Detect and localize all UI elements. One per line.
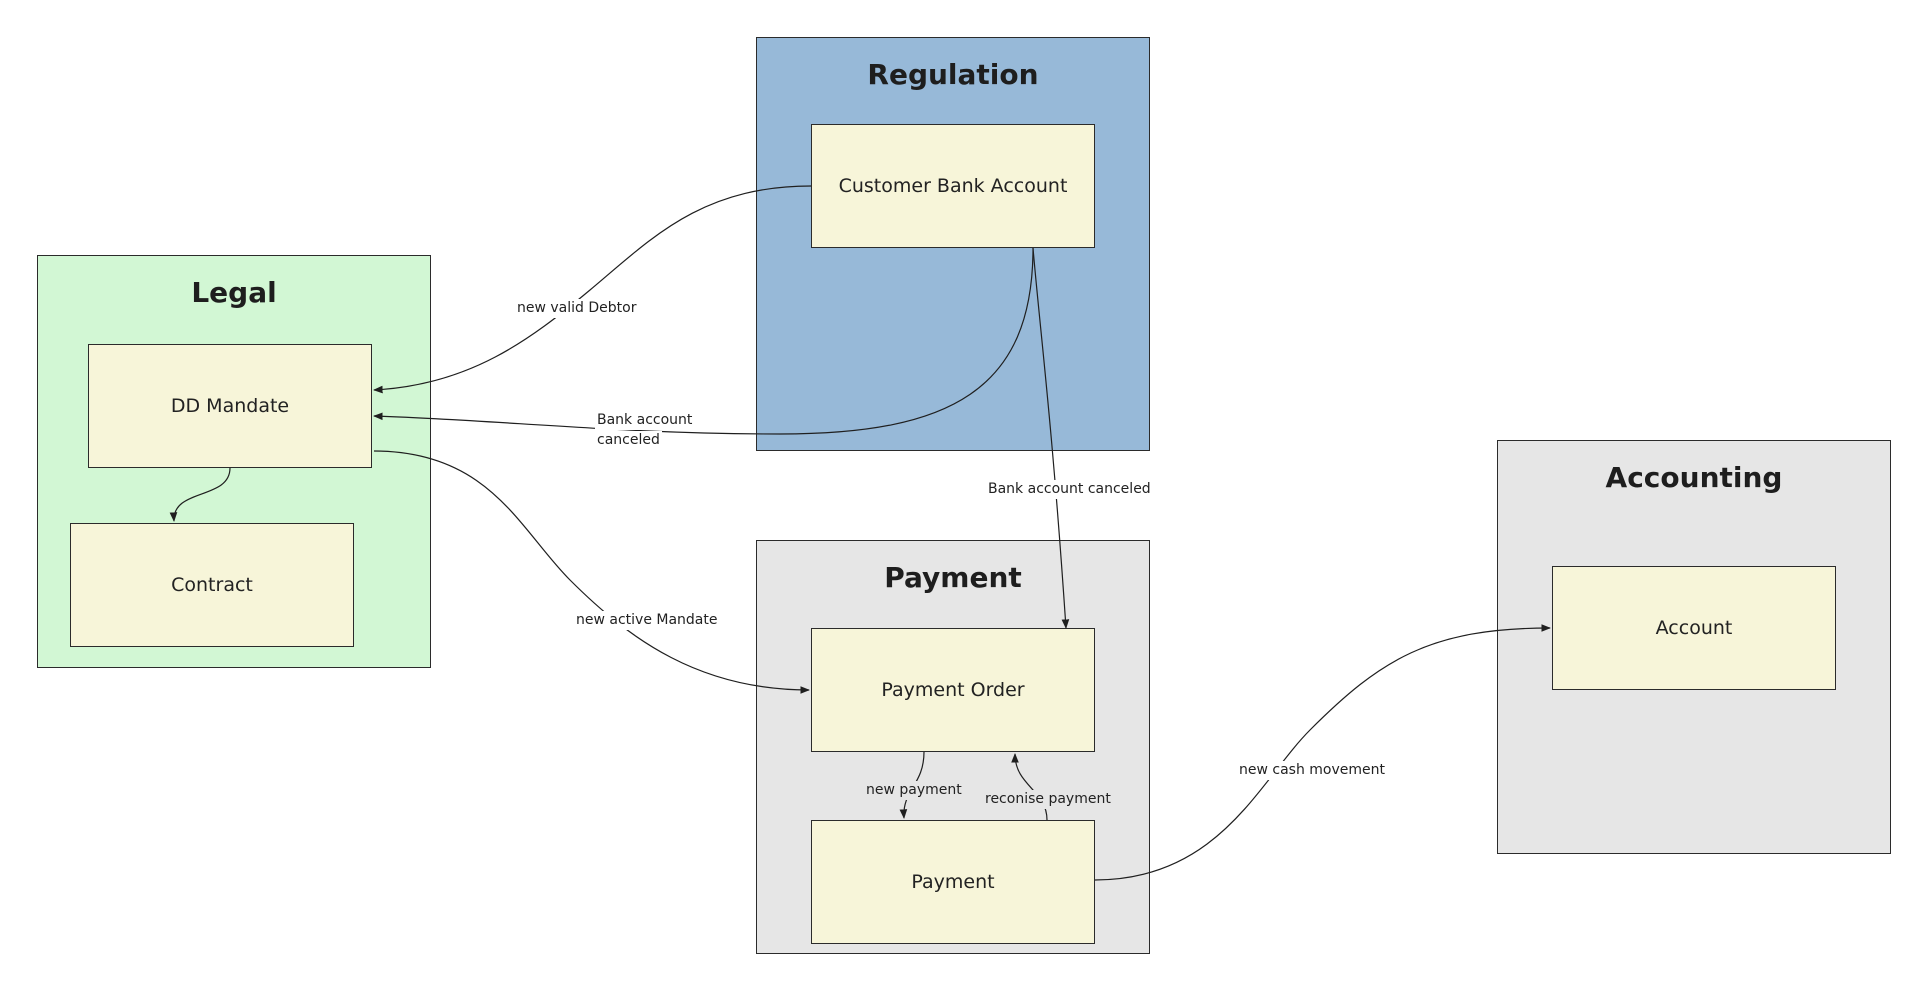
edge-label-new-valid-debtor: new valid Debtor bbox=[515, 299, 639, 318]
edge-new-active-mandate bbox=[373, 450, 810, 694]
edge-new-valid-debtor bbox=[373, 185, 812, 394]
context-regulation-title: Regulation bbox=[867, 58, 1039, 91]
context-accounting-title: Accounting bbox=[1605, 461, 1783, 494]
edge-label-new-payment: new payment bbox=[864, 781, 964, 800]
edge-new-cash-movement bbox=[1094, 624, 1551, 881]
entity-customer-bank-account[interactable]: Customer Bank Account bbox=[811, 124, 1095, 248]
edge-reconise-payment bbox=[1011, 753, 1048, 821]
edge-label-bank-account-canceled-legal-line1: Bank account bbox=[595, 411, 695, 430]
edge-label-new-cash-movement: new cash movement bbox=[1237, 761, 1387, 780]
edge-label-new-active-mandate: new active Mandate bbox=[574, 611, 720, 630]
edge-label-bank-account-canceled-payment: Bank account canceled bbox=[986, 480, 1153, 499]
edge-bank-account-canceled-payment bbox=[1032, 247, 1070, 629]
entity-payment-order[interactable]: Payment Order bbox=[811, 628, 1095, 752]
edge-label-reconise-payment: reconise payment bbox=[983, 790, 1113, 809]
entity-dd-mandate[interactable]: DD Mandate bbox=[88, 344, 372, 468]
edge-label-bank-account-canceled-legal-line2: canceled bbox=[595, 431, 662, 450]
entity-contract[interactable]: Contract bbox=[70, 523, 354, 647]
edge-bank-account-canceled-legal bbox=[373, 247, 1034, 435]
edge-mandate-contract bbox=[169, 467, 231, 522]
entity-account[interactable]: Account bbox=[1552, 566, 1836, 690]
context-payment-title: Payment bbox=[884, 561, 1022, 594]
context-legal-title: Legal bbox=[191, 276, 277, 309]
entity-payment[interactable]: Payment bbox=[811, 820, 1095, 944]
